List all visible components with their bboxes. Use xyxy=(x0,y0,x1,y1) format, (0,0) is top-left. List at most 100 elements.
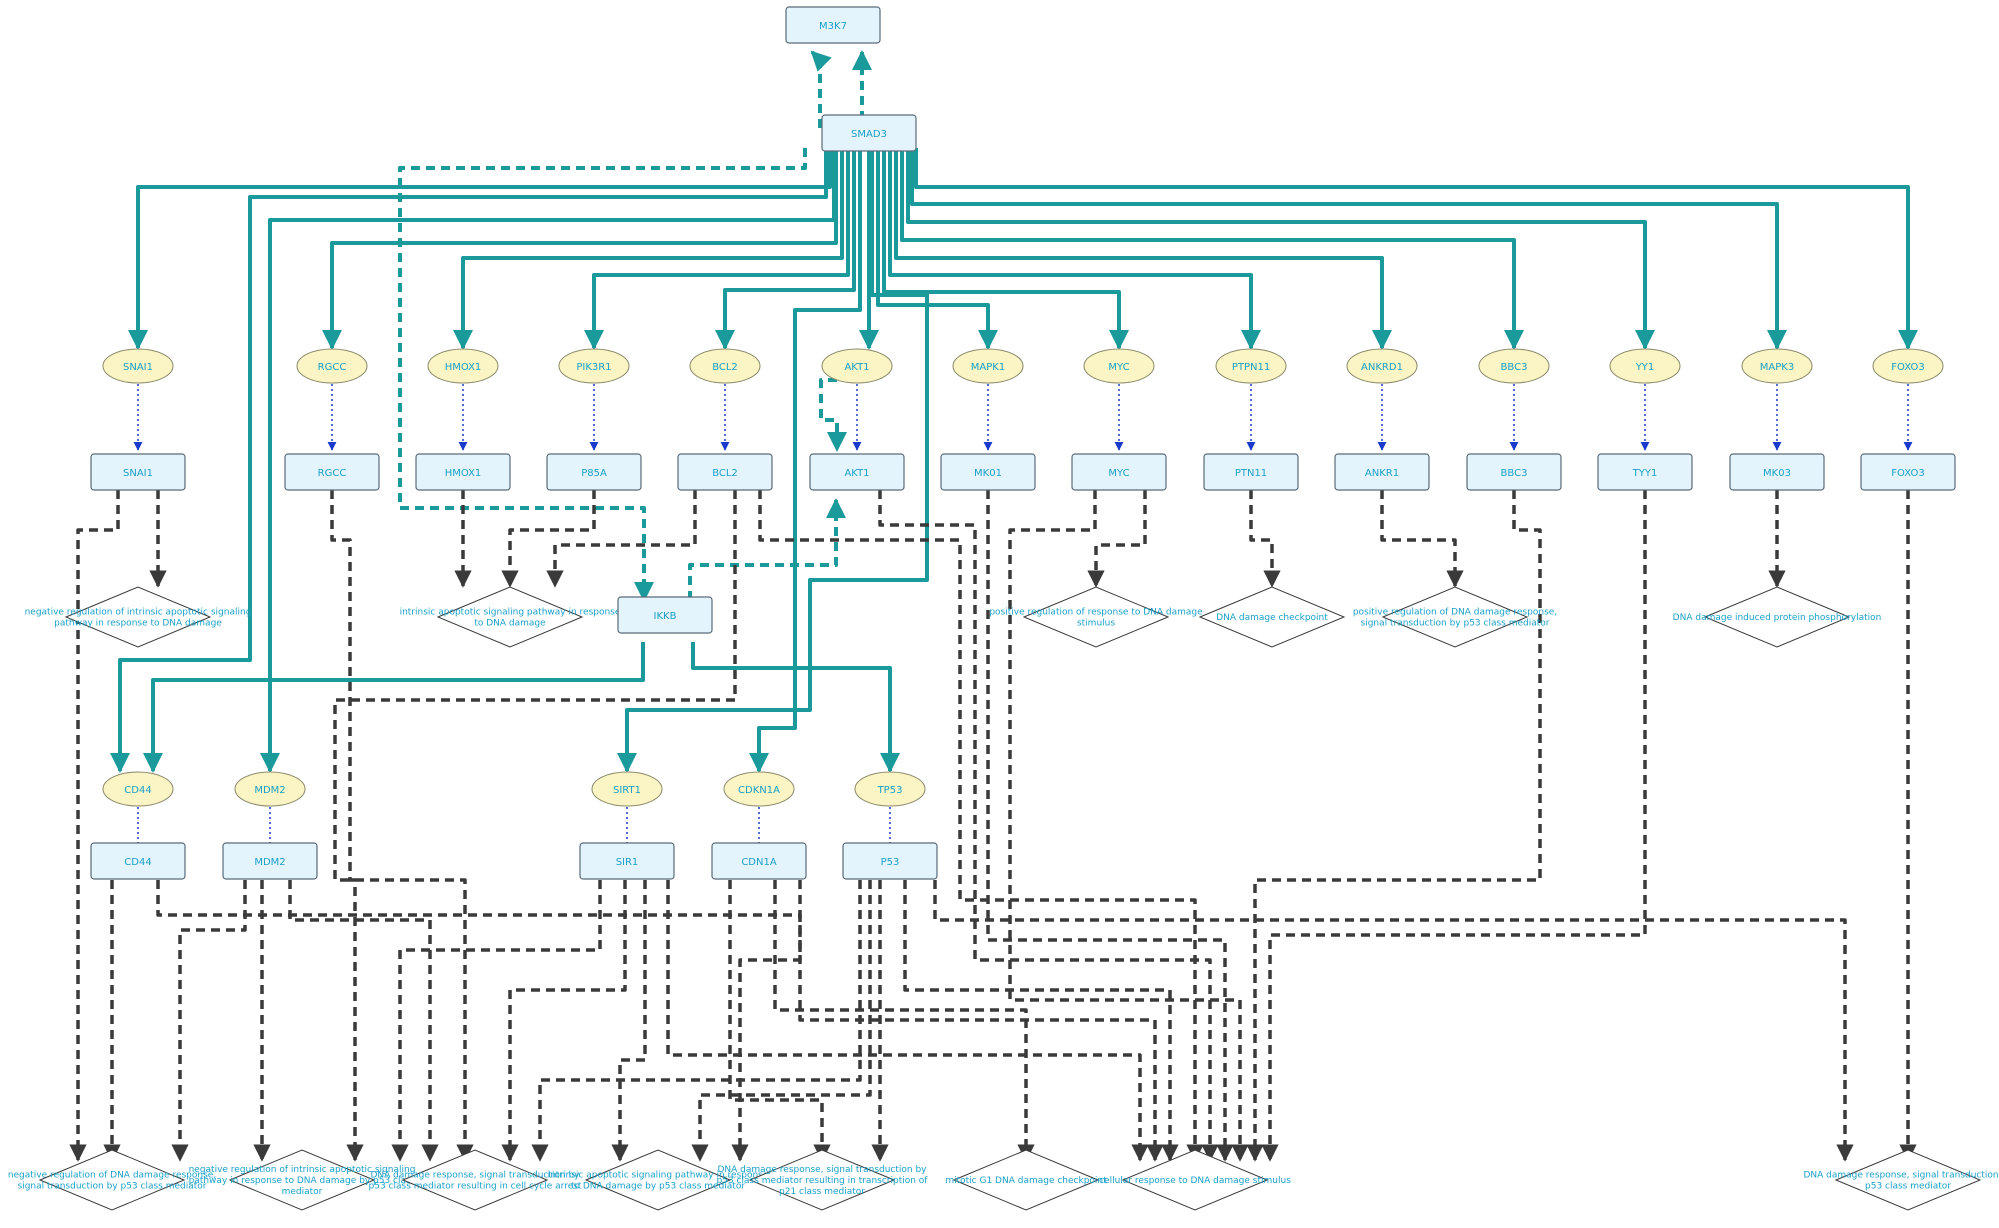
process-diamond xyxy=(748,1149,896,1211)
protein-label: IKKB xyxy=(654,611,677,622)
gene-node-myc[interactable]: MYC xyxy=(1083,348,1155,384)
process-node-b3[interactable]: DNA damage response, signal transduction… xyxy=(369,1149,582,1211)
gene-node-hmox1[interactable]: HMOX1 xyxy=(427,348,499,384)
protein-node-foxo3[interactable]: FOXO3 xyxy=(1860,453,1956,491)
edge-smad3-myc xyxy=(882,148,1129,350)
process-node-b2[interactable]: negative regulation of intrinsic apoptot… xyxy=(189,1149,416,1211)
process-label: DNA damage response, signal transduction… xyxy=(1803,1171,1999,1181)
protein-label: SIR1 xyxy=(616,857,639,868)
protein-node-smad3[interactable]: SMAD3 xyxy=(821,114,917,152)
gene-node-yy1[interactable]: YY1 xyxy=(1609,348,1681,384)
edge-p53-b6 xyxy=(903,880,1179,1162)
gene-node-rgcc[interactable]: RGCC xyxy=(296,348,368,384)
protein-node-ankrd1[interactable]: ANKR1 xyxy=(1334,453,1430,491)
process-node-b5[interactable]: DNA damage response, signal transduction… xyxy=(717,1149,929,1211)
protein-node-bcl2[interactable]: BCL2 xyxy=(677,453,773,491)
protein-node-myc[interactable]: MYC xyxy=(1071,453,1167,491)
protein-node-mapk3[interactable]: MK03 xyxy=(1729,453,1825,491)
edge-smad3-bcl2 xyxy=(715,148,856,350)
protein-node-snai1[interactable]: SNAI1 xyxy=(90,453,186,491)
gene-node-ptpn11[interactable]: PTPN11 xyxy=(1215,348,1287,384)
gene-node-cd44[interactable]: CD44 xyxy=(102,771,174,807)
protein-node-cd44[interactable]: CD44 xyxy=(90,842,186,880)
gene-node-akt1[interactable]: AKT1 xyxy=(821,348,893,384)
gene-node-tp53[interactable]: TP53 xyxy=(854,771,926,807)
edge-bcl2-b3 xyxy=(333,490,737,1162)
edge-cdn1a-b5 xyxy=(728,880,831,1162)
protein-node-mapk1[interactable]: MK01 xyxy=(940,453,1036,491)
process-label: intrinsic apoptotic signaling pathway in… xyxy=(548,1171,769,1181)
gene-node-pik3r1[interactable]: PIK3R1 xyxy=(558,348,630,384)
process-label: mediator xyxy=(282,1187,323,1197)
protein-node-rgcc[interactable]: RGCC xyxy=(284,453,380,491)
edge-sir1-b3 xyxy=(391,880,602,1162)
edge-snai1-b1 xyxy=(69,490,120,1162)
edge-cdn1a-b7 xyxy=(798,880,1164,1162)
process-label: signal transduction by p53 class mediato… xyxy=(1361,619,1550,629)
protein-box xyxy=(1071,453,1167,491)
edge-smad3-pik3r1 xyxy=(584,148,850,350)
gene-node-mapk1[interactable]: MAPK1 xyxy=(952,348,1024,384)
protein-node-m3k7[interactable]: M3K7 xyxy=(785,6,881,44)
protein-label: FOXO3 xyxy=(1891,468,1924,479)
protein-box xyxy=(785,6,881,44)
process-node-p5[interactable]: positive regulation of DNA damage respon… xyxy=(1353,586,1557,648)
process-node-b6[interactable]: mitotic G1 DNA damage checkpoint xyxy=(945,1149,1107,1211)
protein-node-ptpn11[interactable]: PTN11 xyxy=(1203,453,1299,491)
protein-node-hmox1[interactable]: HMOX1 xyxy=(415,453,511,491)
process-label: positive regulation of DNA damage respon… xyxy=(1353,608,1557,618)
process-node-b8[interactable]: DNA damage response, signal transduction… xyxy=(1803,1149,1999,1211)
gene-node-bcl2[interactable]: BCL2 xyxy=(689,348,761,384)
gene-node-ankrd1[interactable]: ANKRD1 xyxy=(1346,348,1418,384)
edge-tyy1-b7 xyxy=(1261,490,1647,1162)
protein-node-sirt1[interactable]: SIR1 xyxy=(579,842,675,880)
gene-node-snai1[interactable]: SNAI1 xyxy=(102,348,174,384)
protein-node-mdm2[interactable]: MDM2 xyxy=(222,842,318,880)
process-node-b4[interactable]: intrinsic apoptotic signaling pathway in… xyxy=(548,1149,769,1211)
protein-node-cdkn1a[interactable]: CDN1A xyxy=(711,842,807,880)
gene-label: MYC xyxy=(1108,362,1129,373)
process-diamond xyxy=(436,586,584,648)
process-label: p53 class mediator xyxy=(1865,1182,1951,1192)
edge-smad3-mapk3 xyxy=(910,148,1787,350)
process-diamond xyxy=(1121,1149,1269,1211)
protein-node-akt1[interactable]: AKT1 xyxy=(809,453,905,491)
edge-smad3-mapk1 xyxy=(876,148,998,350)
process-node-b1[interactable]: negative regulation of DNA damage respon… xyxy=(8,1149,216,1211)
gene-ellipse xyxy=(689,348,761,384)
protein-label: BBC3 xyxy=(1501,468,1528,479)
gene-node-bbc3[interactable]: BBC3 xyxy=(1478,348,1550,384)
protein-box xyxy=(1203,453,1299,491)
protein-node-pik3r1[interactable]: P85A xyxy=(546,453,642,491)
protein-box xyxy=(90,842,186,880)
process-node-p4[interactable]: DNA damage checkpoint xyxy=(1198,586,1346,648)
gene-ellipse xyxy=(296,348,368,384)
gene-node-mdm2[interactable]: MDM2 xyxy=(234,771,306,807)
edge-smad3-ankrd1 xyxy=(894,148,1392,350)
protein-node-tp53[interactable]: P53 xyxy=(842,842,938,880)
process-node-b7[interactable]: cellular response to DNA damage stimulus xyxy=(1099,1149,1291,1211)
protein-label: MK03 xyxy=(1763,468,1791,479)
process-node-p3[interactable]: positive regulation of response to DNA d… xyxy=(989,586,1203,648)
protein-node-bbc3[interactable]: BBC3 xyxy=(1466,453,1562,491)
nodes: negative regulation of intrinsic apoptot… xyxy=(8,6,1999,1211)
protein-node-yy1[interactable]: TYY1 xyxy=(1597,453,1693,491)
gene-label: SNAI1 xyxy=(123,362,153,373)
protein-box xyxy=(222,842,318,880)
process-label: signal transduction by p53 class mediato… xyxy=(18,1182,207,1192)
gene-node-sirt1[interactable]: SIRT1 xyxy=(591,771,663,807)
gene-node-cdkn1a[interactable]: CDKN1A xyxy=(723,771,795,807)
gene-label: CD44 xyxy=(124,785,151,796)
gene-node-mapk3[interactable]: MAPK3 xyxy=(1741,348,1813,384)
protein-node-ikkb[interactable]: IKKB xyxy=(617,596,713,634)
process-node-p1[interactable]: negative regulation of intrinsic apoptot… xyxy=(25,586,252,648)
process-node-p6[interactable]: DNA damage induced protein phosphorylati… xyxy=(1673,586,1882,648)
process-diamond xyxy=(228,1149,376,1211)
edge-p53-b8 xyxy=(933,880,1854,1162)
process-diamond xyxy=(1381,586,1529,648)
gene-node-foxo3[interactable]: FOXO3 xyxy=(1872,348,1944,384)
gene-ellipse xyxy=(1609,348,1681,384)
process-label: intrinsic apoptotic signaling pathway in… xyxy=(400,608,621,618)
process-node-p2[interactable]: intrinsic apoptotic signaling pathway in… xyxy=(400,586,621,648)
